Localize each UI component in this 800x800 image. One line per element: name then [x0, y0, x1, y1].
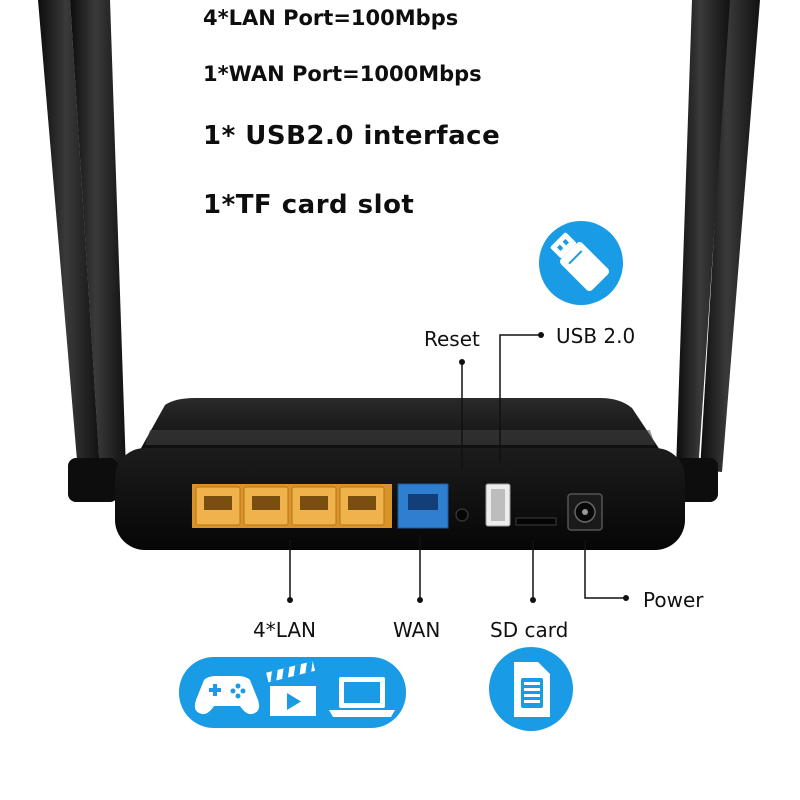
callout-wan: WAN [393, 618, 441, 642]
callout-lan: 4*LAN [253, 618, 316, 642]
wan-port [397, 483, 449, 529]
spec-wan-port: 1*WAN Port=1000Mbps [203, 62, 482, 86]
reset-button [455, 508, 469, 522]
clapperboard-icon [266, 661, 316, 716]
callout-reset: Reset [424, 327, 480, 351]
leader-lines [289, 334, 626, 600]
antenna-right-front [676, 0, 730, 472]
leader-dots [287, 332, 629, 603]
power-jack [567, 493, 603, 531]
callout-power: Power [643, 588, 704, 612]
spec-lan-ports: 4*LAN Port=100Mbps [203, 6, 459, 30]
antenna-right-rear [700, 0, 760, 472]
usb-stick-icon [539, 221, 623, 305]
sd-card-slot [515, 517, 557, 526]
callout-sd-card: SD card [490, 618, 569, 642]
callout-usb: USB 2.0 [556, 324, 636, 348]
lan-ports [192, 484, 392, 528]
antenna-left-rear [38, 0, 100, 472]
antenna-left-front [70, 0, 126, 472]
gamepad-icon [194, 676, 260, 715]
spec-tf-card-slot: 1*TF card slot [203, 190, 415, 220]
antenna-hinge-left [68, 458, 118, 502]
usb-port [485, 483, 511, 527]
sd-card-icon [489, 647, 573, 731]
laptop-icon [329, 677, 395, 717]
spec-usb-interface: 1* USB2.0 interface [203, 121, 501, 151]
